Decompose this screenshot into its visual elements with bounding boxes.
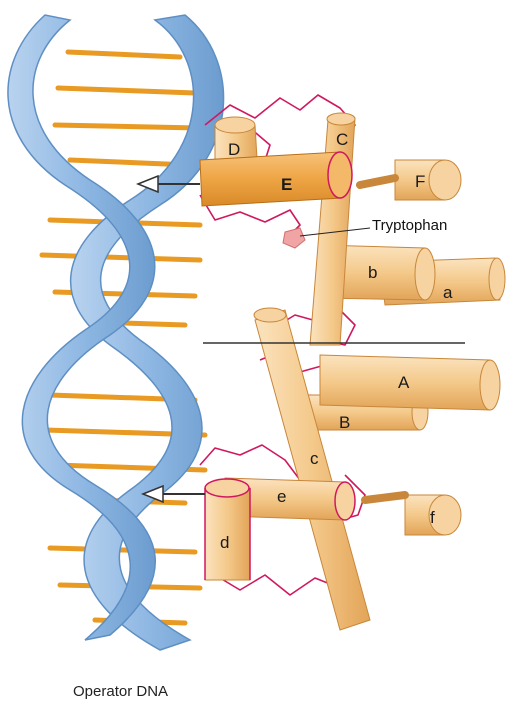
helix-label-C: C bbox=[336, 131, 348, 148]
helix-label-a: a bbox=[443, 284, 452, 301]
helix-label-b: b bbox=[368, 264, 377, 281]
helix-F bbox=[360, 160, 461, 200]
helix-A bbox=[320, 355, 500, 410]
tryptophan-label: Tryptophan bbox=[372, 218, 447, 233]
helix-label-c: c bbox=[310, 450, 319, 467]
helix-label-d: d bbox=[220, 534, 229, 551]
helix-label-f: f bbox=[430, 509, 435, 526]
operator-dna-helix bbox=[8, 15, 224, 650]
helix-label-D: D bbox=[228, 141, 240, 158]
helix-E bbox=[200, 152, 352, 206]
dna-strand-front bbox=[8, 15, 155, 640]
helix-label-e: e bbox=[277, 488, 286, 505]
tryptophan-ligand bbox=[283, 228, 305, 248]
helix-d bbox=[205, 479, 250, 580]
helix-label-A: A bbox=[398, 374, 409, 391]
helix-label-E: E bbox=[281, 176, 292, 193]
helix-label-F: F bbox=[415, 173, 425, 190]
helix-f bbox=[365, 495, 461, 535]
operator-dna-caption: Operator DNA bbox=[73, 684, 168, 699]
helix-label-B: B bbox=[339, 414, 350, 431]
